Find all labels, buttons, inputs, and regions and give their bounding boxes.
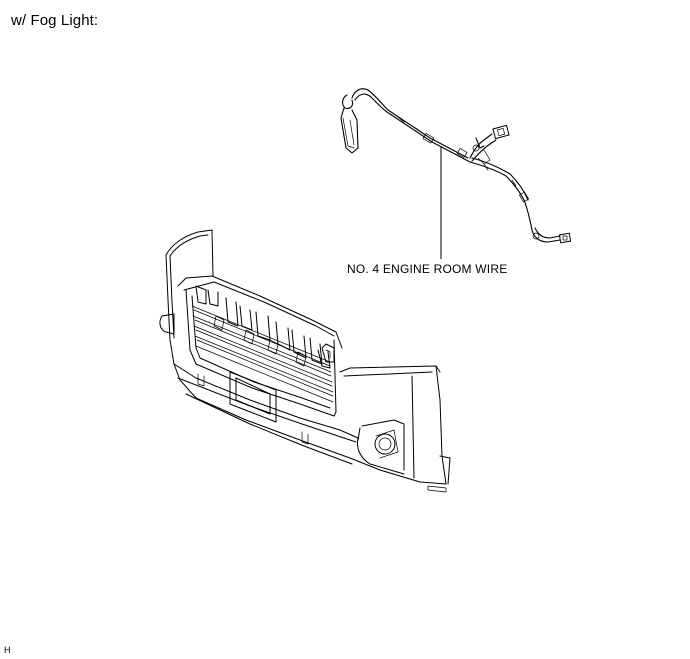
diagram-heading: w/ Fog Light:: [11, 12, 99, 29]
front-bumper-assembly: [159, 229, 451, 493]
engine-room-wire-label: NO. 4 ENGINE ROOM WIRE: [347, 262, 508, 276]
reference-code: H: [4, 645, 11, 655]
engine-room-wire-harness: [340, 88, 572, 244]
